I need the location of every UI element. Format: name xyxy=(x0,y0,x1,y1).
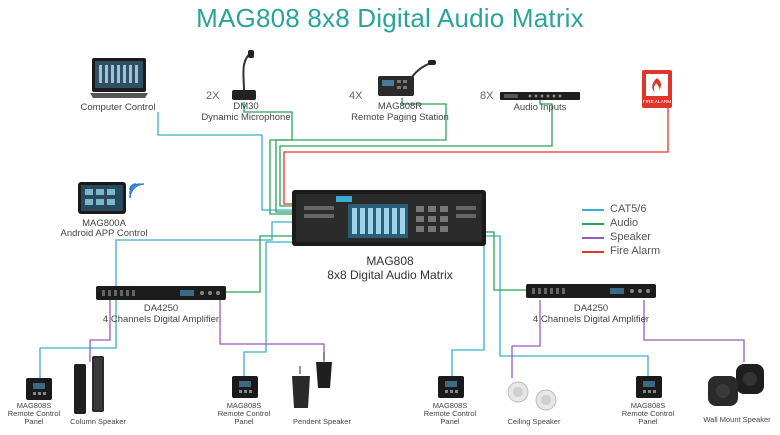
matrix-description: 8x8 Digital Audio Matrix xyxy=(327,268,453,282)
legend-swatch xyxy=(582,209,604,211)
wire-computer-cat xyxy=(157,112,292,211)
remote-panel-4-label-2: Panel xyxy=(638,417,658,426)
remote-panel-3-icon xyxy=(438,376,464,398)
legend-swatch xyxy=(582,223,604,225)
remote-panel-4-label: Remote Control xyxy=(621,409,675,418)
wire-inputs-audio xyxy=(279,96,553,207)
pendent-speaker-label: Pendent Speaker xyxy=(293,417,351,426)
ceiling-speaker-label: Ceiling Speaker xyxy=(507,417,561,426)
wire-amp-right-spk1 xyxy=(511,300,541,378)
paging-description: Remote Paging Station xyxy=(351,112,449,123)
remote-panel-3-model: MAG808S xyxy=(432,401,468,410)
mic-model: DM30 xyxy=(233,101,259,112)
remote-panel-2-label-2: Panel xyxy=(234,417,254,426)
wire-paging-audio xyxy=(275,98,447,213)
remote-panel-4-icon xyxy=(636,376,662,398)
column-speaker-label: Column Speaker xyxy=(70,417,126,426)
wire-amp-right-audio xyxy=(486,231,526,291)
wall-mount-speaker-label: Wall Mount Speaker xyxy=(703,415,771,424)
microphone-icon xyxy=(226,50,262,102)
diagram-title: MAG808 8x8 Digital Audio Matrix xyxy=(196,3,584,33)
audio-input-device-icon xyxy=(500,88,580,100)
wire-panel1-cat xyxy=(39,221,292,380)
wire-amp-left-spk1 xyxy=(89,300,111,362)
mic-description: Dynamic Microphone xyxy=(201,112,291,123)
audio-inputs-quantity: 8X xyxy=(480,90,494,102)
audio-inputs-label: Audio Inputs xyxy=(513,102,567,113)
legend-swatch xyxy=(582,237,604,239)
android-description: Android APP Control xyxy=(60,228,148,239)
column-speaker-icon xyxy=(72,356,112,414)
wire-amp-left-audio xyxy=(226,235,292,293)
legend-swatch xyxy=(582,251,604,253)
fire-alarm-icon: FIRE ALARM xyxy=(642,70,672,108)
fire-alarm-text: FIRE ALARM xyxy=(643,99,672,105)
computer-icon xyxy=(90,58,148,98)
mic-quantity: 2X xyxy=(206,90,220,102)
remote-panel-2-model: MAG808S xyxy=(226,401,262,410)
remote-panel-1-label: Remote Control xyxy=(7,409,61,418)
legend-label: Fire Alarm xyxy=(610,245,661,257)
paging-model: MAG808R xyxy=(377,101,423,112)
android-model: MAG800A xyxy=(82,218,126,229)
matrix-model: MAG808 xyxy=(366,254,414,268)
remote-panel-1-icon xyxy=(26,378,52,400)
paging-station-icon xyxy=(370,60,436,98)
remote-panel-3-label: Remote Control xyxy=(423,409,477,418)
remote-panel-3-label-2: Panel xyxy=(440,417,460,426)
wall-mount-speaker-icon xyxy=(706,362,766,408)
ceiling-speaker-icon xyxy=(506,380,560,412)
remote-panel-1-model: MAG808S xyxy=(16,401,52,410)
remote-panel-1-label-2: Panel xyxy=(24,417,44,426)
amplifier-left-model: DA4250 xyxy=(143,303,179,314)
amplifier-right-description: 4 Channels Digital Amplifier xyxy=(532,314,650,325)
matrix-unit-icon xyxy=(292,190,486,246)
legend-label: Speaker xyxy=(610,231,651,243)
pendent-speaker-icon xyxy=(290,352,338,412)
legend-label: CAT5/6 xyxy=(610,203,647,215)
computer-label: Computer Control xyxy=(80,102,156,113)
amplifier-left-description: 4 Channels Digital Amplifier xyxy=(102,314,220,325)
amplifier-right-icon xyxy=(526,284,656,298)
remote-panel-4-model: MAG808S xyxy=(630,401,666,410)
remote-panel-2-label: Remote Control xyxy=(217,409,271,418)
amplifier-right-model: DA4250 xyxy=(573,303,609,314)
wire-amp-right-spk2 xyxy=(643,300,745,362)
paging-quantity: 4X xyxy=(349,90,363,102)
amplifier-left-icon xyxy=(96,286,226,300)
legend-label: Audio xyxy=(610,217,639,229)
wire-panel4-cat xyxy=(486,235,649,378)
wire-fire-alarm xyxy=(283,108,669,205)
remote-panel-2-icon xyxy=(232,376,258,398)
android-tablet-icon xyxy=(78,180,148,216)
wire-panel2-cat xyxy=(243,241,292,378)
